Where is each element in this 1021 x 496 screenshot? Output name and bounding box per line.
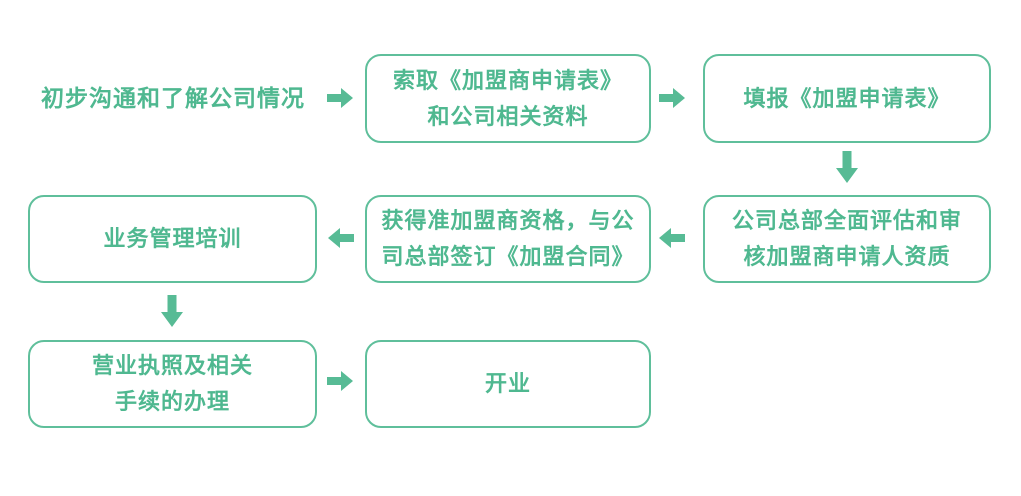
flow-step-label: 填报《加盟申请表》 [743,85,951,111]
arrow-left-icon [328,228,354,248]
arrow-right-icon [659,88,685,108]
flow-step-business-training: 业务管理培训 [28,195,317,283]
arrow-down-icon [836,151,858,183]
flow-step-opening: 开业 [365,340,651,428]
flow-step-hq-evaluation: 公司总部全面评估和审 核加盟商申请人资质 [703,195,991,283]
flow-step-label: 业务管理培训 [103,226,242,251]
flow-step-request-application-form: 索取《加盟商申请表》 和公司相关资料 [365,54,651,143]
flow-step-label-line2: 核加盟商申请人资质 [743,244,951,269]
arrow-right-icon [327,371,353,391]
arrow-down-icon [161,295,183,327]
flow-step-label-line1: 索取《加盟商申请表》 [392,67,623,93]
flow-step-initial-communication: 初步沟通和了解公司情况 [28,85,318,111]
flow-step-label: 开业 [484,371,531,396]
flow-step-fill-application-form: 填报《加盟申请表》 [703,54,991,143]
flow-step-label-line2: 和公司相关资料 [427,103,589,129]
flow-step-sign-franchise-contract: 获得准加盟商资格，与公 司总部签订《加盟合同》 [365,195,651,283]
flow-step-label-line2: 司总部签订《加盟合同》 [381,244,635,269]
flow-step-label-line2: 手续的办理 [114,389,230,414]
arrow-left-icon [659,228,685,248]
flow-step-label-line1: 获得准加盟商资格，与公 [381,208,635,233]
flow-step-business-license: 营业执照及相关 手续的办理 [28,340,317,428]
flow-step-label-line1: 公司总部全面评估和审 [731,208,962,233]
flow-step-label-line1: 营业执照及相关 [91,353,253,378]
arrow-right-icon [327,88,353,108]
flow-step-label: 初步沟通和了解公司情况 [41,85,305,111]
